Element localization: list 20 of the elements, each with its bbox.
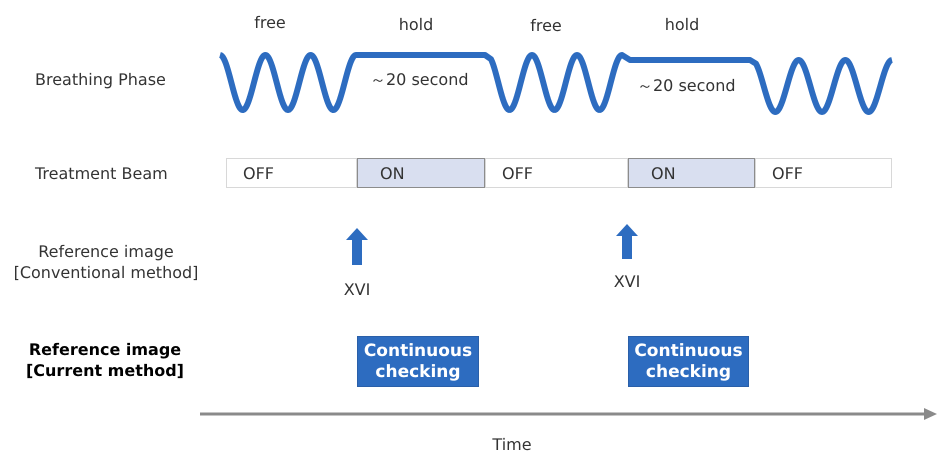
row-label: Breathing Phase <box>35 69 167 90</box>
phase-label: hold <box>398 14 434 35</box>
duration-label: ～20 second <box>370 69 470 90</box>
method-box: Continuous checking <box>628 336 749 387</box>
phase-label: free <box>529 15 563 36</box>
xvi-label: XVI <box>612 271 642 292</box>
beam-off-segment: OFF <box>485 158 628 188</box>
duration-label: ～20 second <box>637 75 737 96</box>
axis-label: Time <box>491 434 533 453</box>
beam-on-segment: ON <box>628 158 755 188</box>
row-label: Reference image [Current method] <box>24 339 185 381</box>
beam-on-segment: ON <box>357 158 485 188</box>
phase-label: hold <box>664 14 700 35</box>
row-label: Treatment Beam <box>35 163 169 184</box>
beam-off-segment: OFF <box>755 158 892 188</box>
row-label: Reference image [Conventional method] <box>12 241 200 283</box>
xvi-label: XVI <box>342 279 372 300</box>
method-box: Continuous checking <box>357 336 479 387</box>
phase-label: free <box>253 12 287 33</box>
beam-off-segment: OFF <box>226 158 357 188</box>
